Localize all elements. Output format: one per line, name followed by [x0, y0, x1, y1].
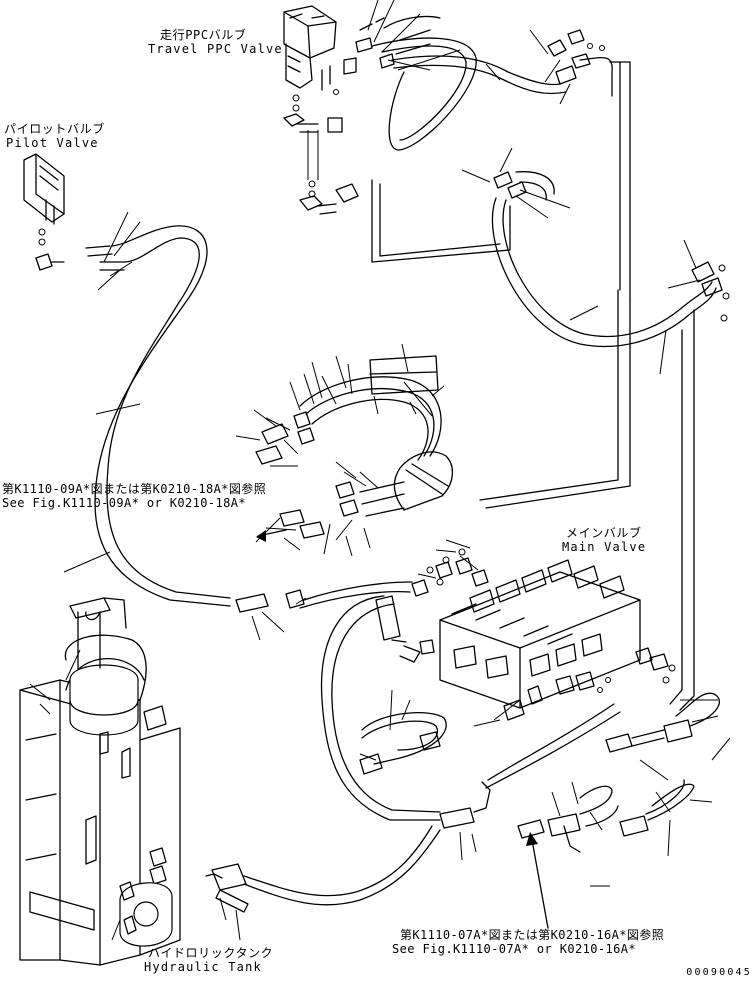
hydraulic-tank-label-jp: ハイドロリックタンク [148, 946, 274, 960]
travel-ppc-valve-label-jp: 走行PPCバルブ [160, 28, 247, 42]
leader-lines [29, 0, 731, 941]
middle-upper-hoses [491, 171, 730, 348]
main-valve-drawing [411, 548, 676, 709]
pilot-hose-loop [85, 225, 231, 607]
pilot-valve-label-jp: パイロットバルブ [4, 122, 105, 136]
right-steel-tubes [371, 179, 695, 711]
lower-reference-jp: 第K1110-07A*図または第K0210-16A*図参照 [400, 928, 665, 942]
pilot-valve-drawing [23, 153, 65, 271]
upper-reference-jp: 第K1110-09A*図または第K0210-18A*図参照 [2, 482, 267, 496]
travel-ppc-valve-label-en: Travel PPC Valve [148, 42, 283, 56]
travel-ppc-valve-label: 走行PPCバルブ Travel PPC Valve [148, 28, 283, 56]
pilot-valve-label: パイロットバルブ Pilot Valve [4, 122, 105, 150]
upper-right-fittings [547, 29, 631, 301]
travel-ppc-hose-loop [371, 15, 567, 151]
figure-number: 00090045 [686, 967, 752, 978]
center-hose-bundle [255, 355, 453, 539]
travel-ppc-valve-drawing [283, 5, 395, 215]
hydraulic-tank-label-en: Hydraulic Tank [144, 960, 262, 974]
lower-hoses [235, 581, 720, 853]
upper-reference-note: 第K1110-09A*図または第K0210-18A*図参照 See Fig.K1… [2, 482, 266, 510]
upper-reference-en: See Fig.K1110-09A* or K0210-18A* [2, 496, 246, 510]
hydraulic-tank-label: ハイドロリックタンク Hydraulic Tank [144, 946, 273, 974]
pilot-valve-label-en: Pilot Valve [6, 136, 99, 150]
hydraulic-tank-drawing [19, 597, 441, 966]
reference-arrows [256, 529, 549, 929]
lower-reference-note: 第K1110-07A*図または第K0210-16A*図参照 See Fig.K1… [392, 928, 664, 956]
lower-reference-en: See Fig.K1110-07A* or K0210-16A* [392, 942, 636, 956]
main-valve-label-jp: メインバルブ [566, 526, 642, 540]
main-valve-label-en: Main Valve [562, 540, 647, 554]
main-valve-label: メインバルブ Main Valve [562, 526, 646, 554]
